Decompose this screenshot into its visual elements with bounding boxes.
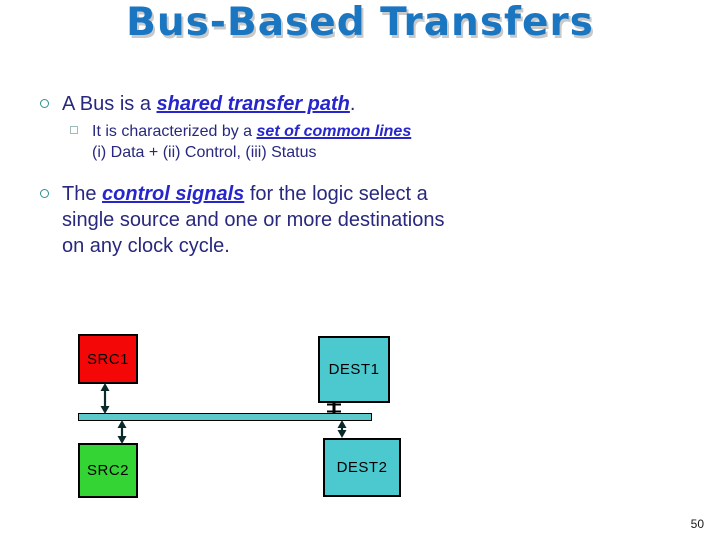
b2-seg-line2: single source and one or more destinatio… [62, 209, 445, 231]
bullet-2-line-3: on any clock cycle. [62, 233, 444, 259]
diagram-box-src2: SRC2 [78, 443, 138, 498]
box-label-src2: SRC2 [86, 462, 129, 479]
box-label-dest2: DEST2 [336, 459, 388, 476]
bullet-2-line-2: single source and one or more destinatio… [62, 207, 444, 233]
bus-bar [78, 413, 372, 421]
bullet-2-line-1: The control signals for the logic select… [62, 181, 444, 207]
diagram-box-src1: SRC1 [78, 334, 138, 384]
diagram-box-dest1: DEST1 [318, 336, 390, 403]
diagram-box-dest2: DEST2 [323, 438, 401, 497]
sub-bullet: It is characterized by a set of common l… [70, 121, 570, 163]
bullet-1-text: A Bus is a shared transfer path. [62, 91, 355, 117]
double-arrow-icon [337, 420, 347, 438]
bullet-1-seg-plain: A Bus is a [62, 93, 157, 115]
bullet-2-text: The control signals for the logic select… [62, 181, 444, 259]
sub-seg-line2: (i) Data + (ii) Control, (iii) Status [92, 144, 317, 161]
double-arrow-icon [100, 383, 110, 414]
sub-bullet-line-2: (i) Data + (ii) Control, (iii) Status [92, 142, 411, 163]
bullet-1-seg-period: . [349, 93, 356, 115]
b2-seg-line3: on any clock cycle. [62, 235, 230, 257]
box-label-dest1: DEST1 [328, 361, 380, 378]
sub-bullet-line-1: It is characterized by a set of common l… [92, 121, 411, 142]
b2-seg-plain-b: for the logic select a [244, 183, 428, 205]
circle-bullet-icon [40, 189, 49, 198]
sub-seg-plain: It is characterized by a [92, 123, 257, 140]
slide-title: Bus-Based Transfers [126, 0, 594, 45]
sub-seg-emphasis: set of common lines [256, 123, 412, 140]
bullet-1-seg-emphasis: shared transfer path [156, 93, 350, 115]
page-number: 50 [690, 517, 704, 531]
sub-bullet-text: It is characterized by a set of common l… [92, 121, 411, 163]
double-arrow-icon [117, 420, 127, 444]
circle-bullet-icon [40, 99, 49, 108]
square-bullet-icon [70, 126, 78, 134]
bullet-1: A Bus is a shared transfer path. [40, 91, 540, 117]
b2-seg-emphasis: control signals [102, 183, 245, 205]
ibeam-connector-icon [327, 403, 341, 413]
bullet-2: The control signals for the logic select… [40, 181, 585, 259]
box-label-src1: SRC1 [86, 350, 129, 368]
b2-seg-plain-a: The [62, 183, 103, 205]
